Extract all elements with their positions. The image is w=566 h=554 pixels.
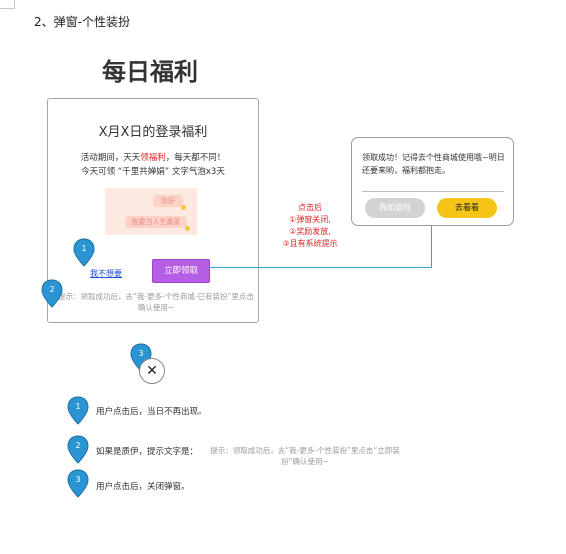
map-pin-icon <box>67 396 89 425</box>
pin-marker-1: 1 <box>73 238 95 267</box>
annotation-line: ①弹窗关闭, <box>289 215 331 224</box>
popup-title: X月X日的登录福利 <box>98 125 208 140</box>
pin-number: 1 <box>81 244 87 253</box>
page-title: 每日福利 <box>102 58 198 86</box>
legend-pin-3: 3 <box>67 469 89 498</box>
map-pin-icon <box>67 469 89 498</box>
page-corner-marker <box>0 0 15 9</box>
legend-text-2: 如果是质伊，提示文字是： <box>96 447 199 457</box>
desc-prefix: 活动期间，天天 <box>80 153 141 163</box>
map-pin-icon <box>41 279 63 308</box>
toast-divider <box>362 191 504 192</box>
pin-number: 2 <box>75 441 81 450</box>
legend-grey-hint: 提示：领取成功后，去“我-更多-个性装扮”里点击“立即装扮”确认使用~ <box>210 446 400 466</box>
claim-now-button[interactable]: 立即领取 <box>152 259 210 283</box>
desc-suffix: ，每天都不同！ <box>165 153 226 163</box>
popup-desc-line1: 活动期间，天天领福利，每天都不同！ <box>48 151 258 163</box>
legend-text-3: 用户点击后，关闭弹窗。 <box>96 482 190 492</box>
go-see-button[interactable]: 去看看 <box>437 198 497 218</box>
close-icon[interactable]: ✕ <box>139 358 165 384</box>
not-want-link[interactable]: 我不想要 <box>90 269 122 278</box>
pin-marker-2: 2 <box>41 279 63 308</box>
bubble-dot <box>185 226 190 231</box>
preview-bubble-top: 你好 <box>153 195 183 207</box>
section-title: 2、弹窗-个性装扮 <box>34 15 130 29</box>
legend-pin-2: 2 <box>67 435 89 464</box>
flow-connector <box>209 267 431 268</box>
toast-message: 领取成功！记得去个性商城使用哦~明日还要来哟，福利都抱走。 <box>362 153 505 175</box>
success-toast: 领取成功！记得去个性商城使用哦~明日还要来哟，福利都抱走。 我知道啦 去看看 <box>351 137 514 226</box>
popup-desc-line2: 今天可领 “千里共婵娟” 文字气泡x3天 <box>81 167 225 177</box>
annotation-line: ②奖励发放, <box>289 227 331 236</box>
map-pin-icon <box>73 238 95 267</box>
click-annotation: 点击后 ①弹窗关闭, ②奖励发放, ③且有系统提示 <box>270 202 350 250</box>
got-it-button[interactable]: 我知道啦 <box>365 198 425 218</box>
preview-bubble-bottom: 我要当人生赢家 <box>125 216 187 228</box>
welfare-popup: X月X日的登录福利 活动期间，天天领福利，每天都不同！ 今天可领 “千里共婵娟”… <box>47 98 259 323</box>
flow-connector <box>431 220 432 268</box>
bubble-preview-image: 你好 我要当人生赢家 <box>105 188 197 235</box>
desc-highlight: 领福利 <box>140 153 166 163</box>
pin-number: 3 <box>75 475 81 484</box>
annotation-line: ③且有系统提示 <box>282 239 338 248</box>
popup-hint: 提示：领取成功后，去“我-更多-个性商城-已有装扮”里点击确认使用~ <box>58 292 254 312</box>
pin-number: 3 <box>138 349 144 358</box>
legend-text-1: 用户点击后，当日不再出现。 <box>96 407 207 417</box>
annotation-line: 点击后 <box>298 203 322 212</box>
pin-number: 2 <box>49 285 55 294</box>
bubble-dot <box>181 205 186 210</box>
legend-pin-1: 1 <box>67 396 89 425</box>
map-pin-icon <box>67 435 89 464</box>
pin-number: 1 <box>75 402 81 411</box>
